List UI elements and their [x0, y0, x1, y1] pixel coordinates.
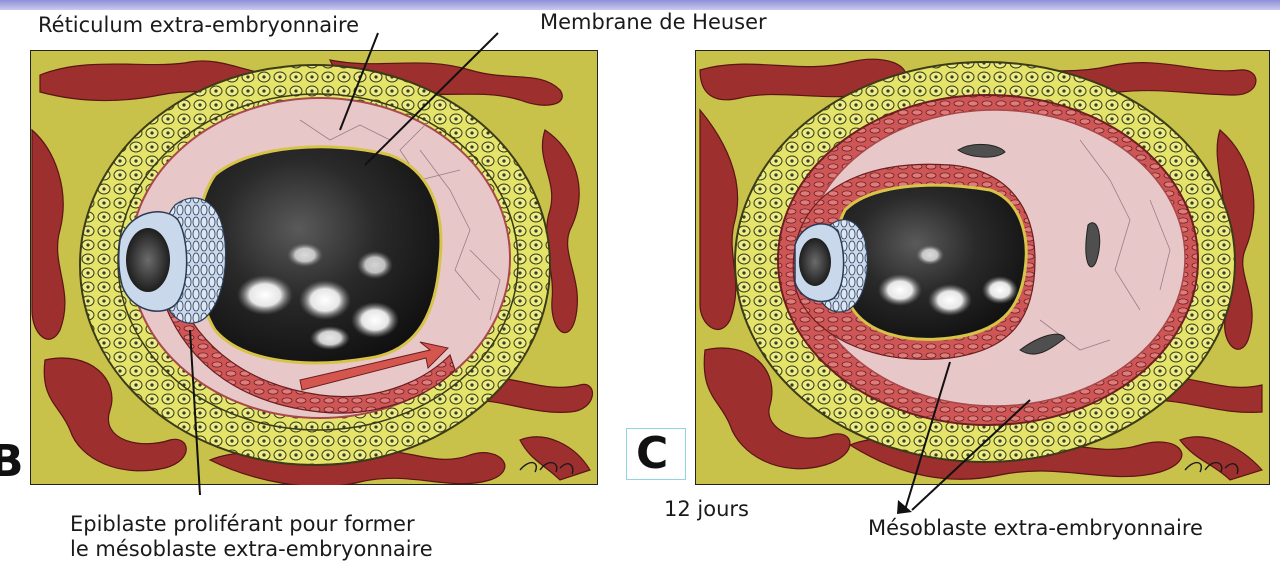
panel-letter-c: C	[636, 432, 668, 476]
label-reticulum: Réticulum extra-embryonnaire	[38, 13, 359, 37]
label-epiblaste-line1: Epiblaste proliférant pour former	[70, 512, 415, 536]
panel-letter-b: B	[0, 440, 24, 484]
panel-c-amniotic-cavity	[799, 238, 831, 286]
panel-c-illustration	[695, 50, 1270, 485]
label-heuser-membrane: Membrane de Heuser	[540, 10, 767, 34]
panel-b-amniotic-cavity	[126, 228, 170, 292]
mesoblaste-leader-arrowhead	[897, 500, 912, 514]
label-epiblaste-line2: le mésoblaste extra-embryonnaire	[70, 537, 433, 561]
label-days: 12 jours	[664, 497, 749, 521]
label-mesoblaste: Mésoblaste extra-embryonnaire	[868, 516, 1203, 540]
panel-b-illustration	[30, 50, 598, 486]
